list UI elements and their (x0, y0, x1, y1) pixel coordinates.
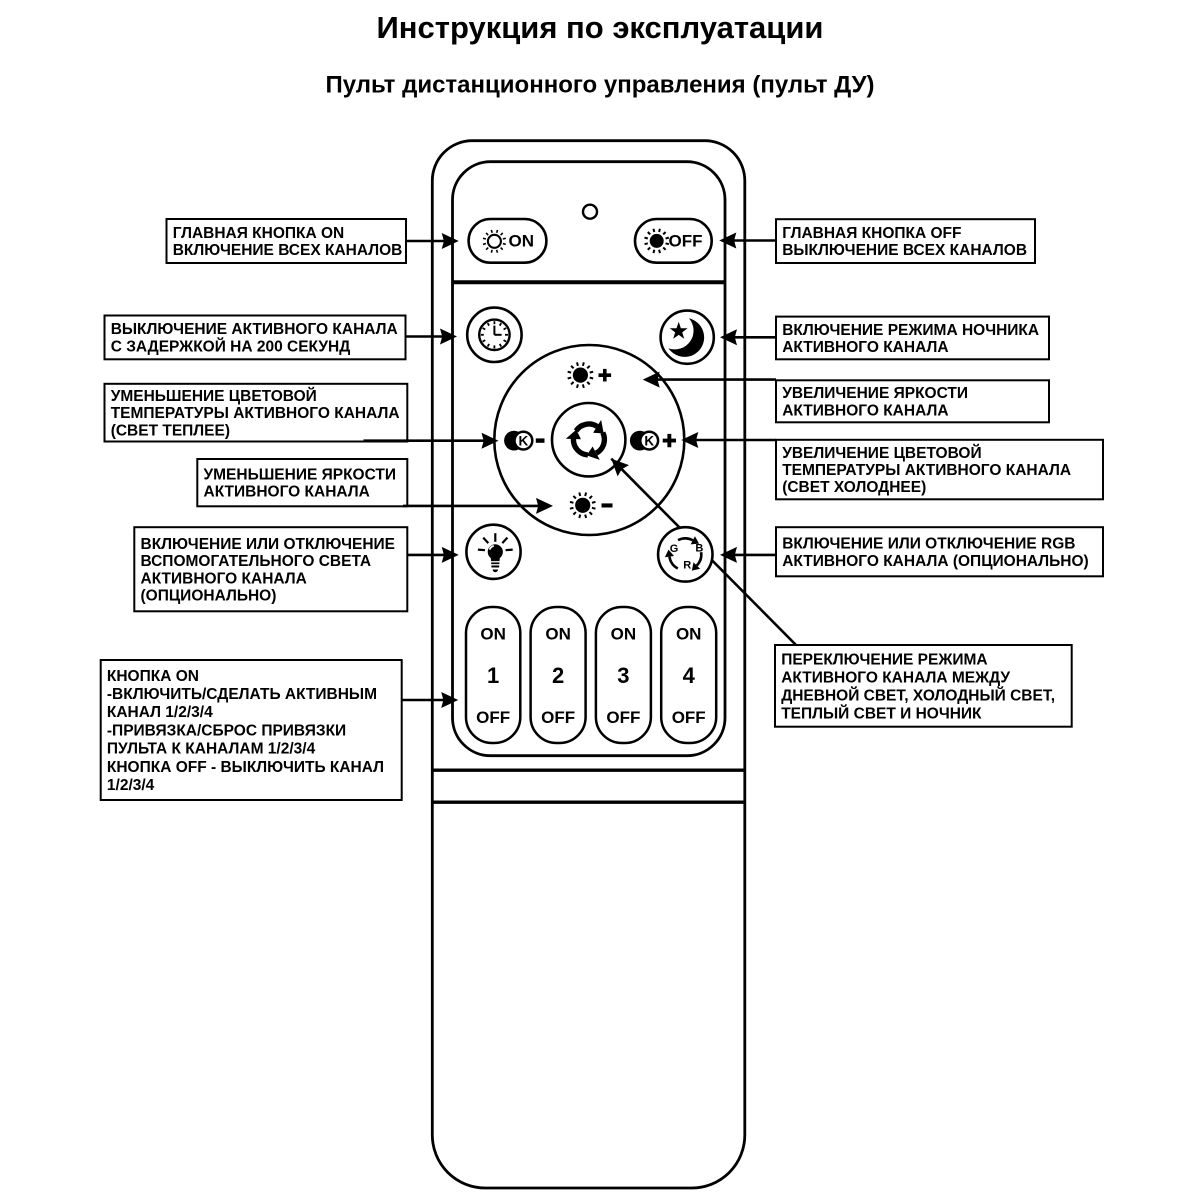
svg-text:(СВЕТ ТЕПЛЕЕ): (СВЕТ ТЕПЛЕЕ) (111, 422, 230, 439)
svg-text:OFF: OFF (541, 708, 575, 727)
svg-text:УВЕЛИЧЕНИЕ ЦВЕТОВОЙ: УВЕЛИЧЕНИЕ ЦВЕТОВОЙ (782, 444, 981, 462)
svg-text:КАНАЛ 1/2/3/4: КАНАЛ 1/2/3/4 (107, 704, 213, 721)
svg-text:АКТИВНОГО КАНАЛА МЕЖДУ: АКТИВНОГО КАНАЛА МЕЖДУ (781, 669, 1010, 686)
svg-text:ДНЕВНОЙ СВЕТ, ХОЛОДНЫЙ СВЕТ,: ДНЕВНОЙ СВЕТ, ХОЛОДНЫЙ СВЕТ, (781, 686, 1055, 704)
svg-text:OFF: OFF (669, 232, 703, 251)
svg-text:ON: ON (545, 625, 571, 644)
svg-text:OFF: OFF (606, 708, 640, 727)
svg-text:ON: ON (676, 625, 702, 644)
svg-text:G: G (670, 543, 679, 555)
svg-text:OFF: OFF (476, 708, 510, 727)
svg-text:ГЛАВНАЯ КНОПКА OFF: ГЛАВНАЯ КНОПКА OFF (782, 225, 961, 242)
svg-text:2: 2 (552, 663, 564, 688)
svg-text:ВСПОМОГАТЕЛЬНОГО СВЕТА: ВСПОМОГАТЕЛЬНОГО СВЕТА (141, 553, 372, 570)
svg-text:ВЫКЛЮЧЕНИЕ АКТИВНОГО КАНАЛА: ВЫКЛЮЧЕНИЕ АКТИВНОГО КАНАЛА (111, 321, 398, 338)
svg-text:ВКЛЮЧЕНИЕ ИЛИ ОТКЛЮЧЕНИЕ: ВКЛЮЧЕНИЕ ИЛИ ОТКЛЮЧЕНИЕ (141, 536, 396, 553)
svg-text:Пульт дистанционного управлени: Пульт дистанционного управления (пульт Д… (326, 72, 875, 99)
svg-text:-ВКЛЮЧИТЬ/СДЕЛАТЬ АКТИВНЫМ: -ВКЛЮЧИТЬ/СДЕЛАТЬ АКТИВНЫМ (107, 686, 377, 703)
svg-text:ВКЛЮЧЕНИЕ РЕЖИМА НОЧНИКА: ВКЛЮЧЕНИЕ РЕЖИМА НОЧНИКА (782, 322, 1039, 339)
svg-text:ПЕРЕКЛЮЧЕНИЕ РЕЖИМА: ПЕРЕКЛЮЧЕНИЕ РЕЖИМА (781, 651, 987, 668)
svg-text:ТЕМПЕРАТУРЫ АКТИВНОГО КАНАЛА: ТЕМПЕРАТУРЫ АКТИВНОГО КАНАЛА (782, 462, 1071, 479)
svg-text:ГЛАВНАЯ КНОПКА ON: ГЛАВНАЯ КНОПКА ON (173, 225, 345, 242)
svg-text:УВЕЛИЧЕНИЕ ЯРКОСТИ: УВЕЛИЧЕНИЕ ЯРКОСТИ (782, 385, 968, 402)
svg-text:ПУЛЬТА К КАНАЛАМ 1/2/3/4: ПУЛЬТА К КАНАЛАМ 1/2/3/4 (107, 741, 316, 758)
svg-text:1/2/3/4: 1/2/3/4 (107, 777, 155, 794)
svg-text:K: K (644, 433, 654, 448)
svg-text:ТЕМПЕРАТУРЫ АКТИВНОГО КАНАЛА: ТЕМПЕРАТУРЫ АКТИВНОГО КАНАЛА (111, 405, 400, 422)
svg-text:ВЫКЛЮЧЕНИЕ ВСЕХ КАНАЛОВ: ВЫКЛЮЧЕНИЕ ВСЕХ КАНАЛОВ (782, 242, 1027, 259)
svg-text:ON: ON (509, 232, 535, 251)
svg-text:R: R (683, 560, 691, 572)
svg-text:K: K (519, 433, 529, 448)
svg-text:(ОПЦИОНАЛЬНО): (ОПЦИОНАЛЬНО) (141, 588, 277, 605)
svg-text:С ЗАДЕРЖКОЙ НА 200 СЕКУНД: С ЗАДЕРЖКОЙ НА 200 СЕКУНД (111, 337, 351, 355)
svg-text:ВКЛЮЧЕНИЕ ВСЕХ КАНАЛОВ: ВКЛЮЧЕНИЕ ВСЕХ КАНАЛОВ (173, 242, 403, 259)
svg-text:АКТИВНОГО КАНАЛА: АКТИВНОГО КАНАЛА (141, 570, 307, 587)
svg-text:АКТИВНОГО КАНАЛА: АКТИВНОГО КАНАЛА (782, 339, 948, 356)
svg-text:КНОПКА OFF - ВЫКЛЮЧИТЬ КАНАЛ: КНОПКА OFF - ВЫКЛЮЧИТЬ КАНАЛ (107, 759, 384, 776)
svg-text:АКТИВНОГО КАНАЛА (ОПЦИОНАЛЬНО): АКТИВНОГО КАНАЛА (ОПЦИОНАЛЬНО) (782, 553, 1089, 570)
svg-text:ON: ON (611, 625, 637, 644)
svg-text:УМЕНЬШЕНИЕ ЯРКОСТИ: УМЕНЬШЕНИЕ ЯРКОСТИ (204, 467, 397, 484)
svg-text:-ПРИВЯЗКА/СБРОС ПРИВЯЗКИ: -ПРИВЯЗКА/СБРОС ПРИВЯЗКИ (107, 722, 346, 739)
svg-text:ON: ON (480, 625, 506, 644)
svg-text:Инструкция по эксплуатации: Инструкция по эксплуатации (377, 10, 824, 45)
svg-text:АКТИВНОГО КАНАЛА: АКТИВНОГО КАНАЛА (782, 402, 948, 419)
svg-text:1: 1 (487, 663, 499, 688)
svg-text:ВКЛЮЧЕНИЕ ИЛИ ОТКЛЮЧЕНИЕ RGB: ВКЛЮЧЕНИЕ ИЛИ ОТКЛЮЧЕНИЕ RGB (782, 536, 1075, 553)
svg-text:АКТИВНОГО КАНАЛА: АКТИВНОГО КАНАЛА (204, 484, 370, 501)
svg-text:OFF: OFF (672, 708, 706, 727)
svg-text:4: 4 (683, 663, 696, 688)
svg-text:ТЕПЛЫЙ СВЕТ И НОЧНИК: ТЕПЛЫЙ СВЕТ И НОЧНИК (781, 704, 982, 722)
svg-text:3: 3 (617, 663, 629, 688)
svg-text:(СВЕТ ХОЛОДНЕЕ): (СВЕТ ХОЛОДНЕЕ) (782, 479, 926, 496)
svg-text:КНОПКА ON: КНОПКА ON (107, 668, 199, 685)
svg-text:B: B (695, 543, 703, 555)
svg-text:УМЕНЬШЕНИЕ ЦВЕТОВОЙ: УМЕНЬШЕНИЕ ЦВЕТОВОЙ (111, 387, 317, 405)
